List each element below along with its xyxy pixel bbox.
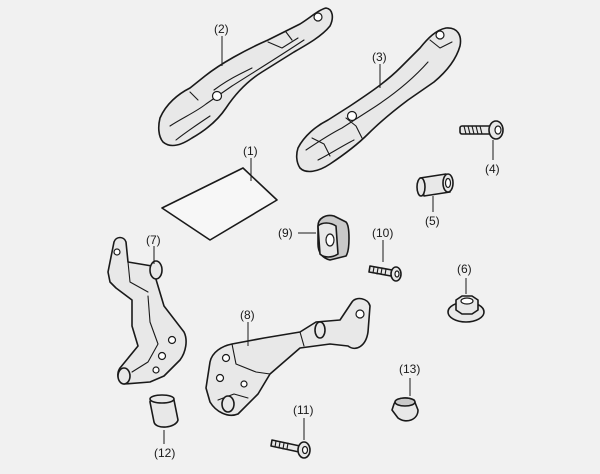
part-6-flange-nut — [447, 278, 485, 323]
part-3-grab-rail-right — [295, 27, 462, 173]
callout-7: (7) — [146, 233, 161, 247]
part-12-spacer — [149, 394, 179, 444]
part-13-cap — [391, 378, 419, 422]
callout-11: (11) — [293, 403, 314, 417]
part-11-long-bolt — [270, 418, 311, 459]
part-2-grab-rail-left — [157, 7, 334, 147]
part-7-bracket-left — [107, 236, 187, 385]
callout-5: (5) — [425, 214, 440, 228]
callout-10: (10) — [372, 226, 394, 240]
callout-2: (2) — [214, 22, 229, 36]
callout-12: (12) — [154, 446, 176, 460]
part-4-bolt — [459, 120, 504, 160]
callout-8: (8) — [240, 308, 255, 322]
callout-4: (4) — [485, 162, 500, 176]
part-8-bracket-right — [205, 297, 371, 417]
part-10-small-bolt — [368, 240, 402, 282]
callout-9: (9) — [278, 226, 293, 240]
callout-3: (3) — [372, 50, 387, 64]
part-1-instruction-sheet — [161, 158, 278, 241]
part-9-rubber-damper — [298, 214, 350, 261]
callout-13: (13) — [399, 362, 421, 376]
part-5-spacer-collar — [416, 173, 454, 212]
callout-1: (1) — [243, 144, 258, 158]
callout-6: (6) — [457, 262, 472, 276]
